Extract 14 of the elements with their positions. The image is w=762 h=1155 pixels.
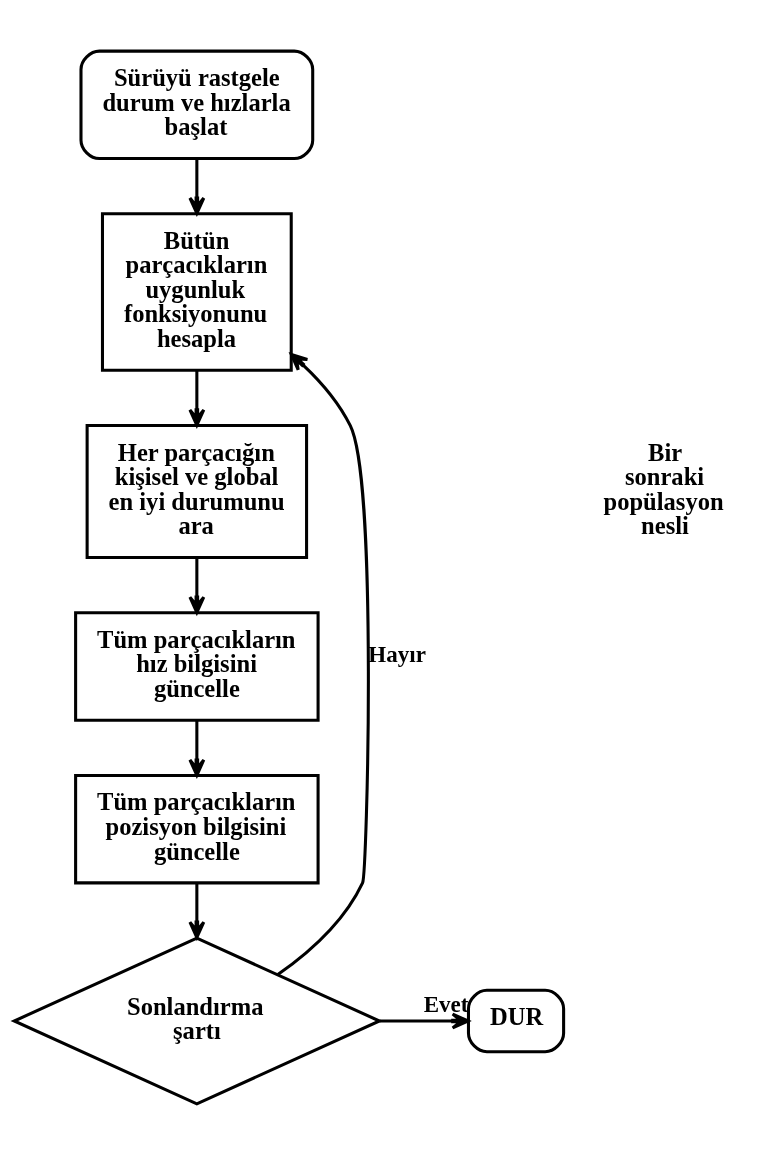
node-box: Her parçacığın kişisel ve global en iyi durumunu ara	[85, 424, 309, 560]
arrow	[188, 557, 206, 614]
node-box: Sürüyü rastgele durum ve hızlarla başlat	[79, 49, 315, 161]
label: Bir sonraki popülasyon nesli	[603, 438, 724, 540]
node-box: Bütün parçacıkların uygunluk fonksiyonunu hesapla	[100, 212, 293, 372]
arrow	[379, 1012, 470, 1030]
edge-label: Evet	[423, 990, 469, 1017]
node-box: Tüm parçacıkların hız bilgisini güncelle	[74, 611, 320, 722]
arrow	[188, 883, 206, 939]
arrow	[188, 720, 206, 777]
node-box: Tüm parçacıkların pozisyon bilgisini güncelle	[74, 773, 320, 885]
arrow	[276, 352, 370, 976]
arrow	[188, 370, 206, 427]
arrow	[188, 158, 206, 215]
